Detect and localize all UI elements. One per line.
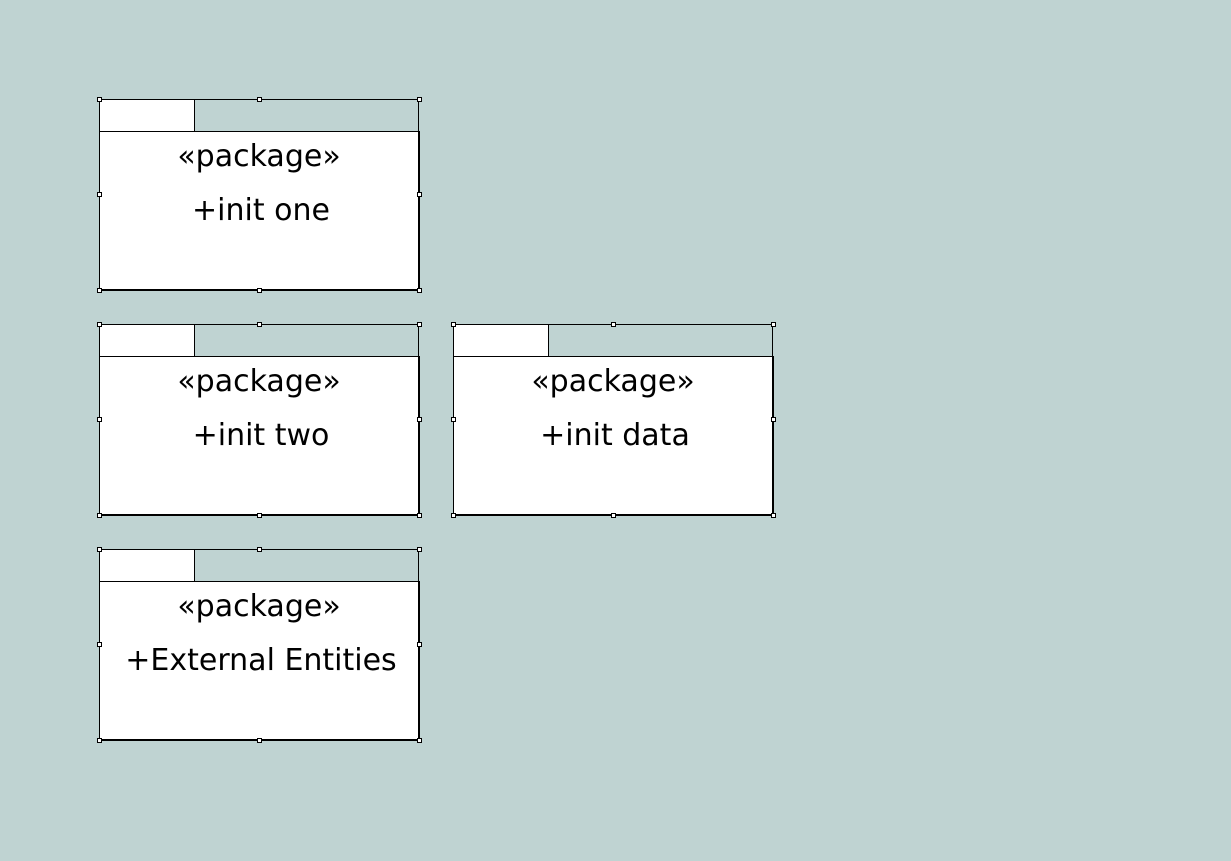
resize-handle-top[interactable]: [257, 547, 262, 552]
package-tab: [99, 99, 195, 132]
resize-handle-top-left[interactable]: [97, 322, 102, 327]
package-init-two[interactable]: «package» +init two: [97, 322, 422, 518]
resize-handle-right[interactable]: [771, 417, 776, 422]
resize-handle-bottom[interactable]: [257, 738, 262, 743]
resize-handle-bottom-left[interactable]: [97, 513, 102, 518]
resize-handle-bottom-left[interactable]: [451, 513, 456, 518]
resize-handle-top[interactable]: [611, 322, 616, 327]
resize-handle-bottom-right[interactable]: [417, 288, 422, 293]
resize-handle-top-left[interactable]: [97, 97, 102, 102]
package-name[interactable]: +init one: [192, 193, 330, 228]
package-name[interactable]: +init data: [540, 418, 690, 453]
package-stereotype: «package»: [177, 139, 341, 174]
package-tab: [453, 324, 549, 357]
resize-handle-left[interactable]: [97, 192, 102, 197]
resize-handle-right[interactable]: [417, 417, 422, 422]
package-init-data[interactable]: «package» +init data: [451, 322, 776, 518]
package-external-entities[interactable]: «package» +External Entities: [97, 547, 422, 743]
package-init-one[interactable]: «package» +init one: [97, 97, 422, 293]
package-body[interactable]: «package» +init two: [99, 356, 420, 516]
resize-handle-left[interactable]: [451, 417, 456, 422]
resize-handle-top-right[interactable]: [417, 322, 422, 327]
resize-handle-bottom[interactable]: [257, 513, 262, 518]
resize-handle-bottom-right[interactable]: [417, 513, 422, 518]
resize-handle-top-right[interactable]: [417, 97, 422, 102]
resize-handle-top[interactable]: [257, 322, 262, 327]
resize-handle-left[interactable]: [97, 417, 102, 422]
package-name[interactable]: +init two: [192, 418, 330, 453]
package-body[interactable]: «package» +init one: [99, 131, 420, 291]
package-tab: [99, 549, 195, 582]
package-stereotype: «package»: [177, 589, 341, 624]
package-body[interactable]: «package» +init data: [453, 356, 774, 516]
package-stereotype: «package»: [531, 364, 695, 399]
package-body[interactable]: «package» +External Entities: [99, 581, 420, 741]
resize-handle-top-left[interactable]: [97, 547, 102, 552]
resize-handle-bottom-right[interactable]: [771, 513, 776, 518]
package-stereotype: «package»: [177, 364, 341, 399]
resize-handle-bottom-right[interactable]: [417, 738, 422, 743]
resize-handle-right[interactable]: [417, 642, 422, 647]
resize-handle-top-left[interactable]: [451, 322, 456, 327]
resize-handle-bottom[interactable]: [257, 288, 262, 293]
resize-handle-bottom[interactable]: [611, 513, 616, 518]
resize-handle-right[interactable]: [417, 192, 422, 197]
package-tab: [99, 324, 195, 357]
resize-handle-top-right[interactable]: [417, 547, 422, 552]
package-name[interactable]: +External Entities: [125, 643, 397, 678]
resize-handle-top[interactable]: [257, 97, 262, 102]
resize-handle-top-right[interactable]: [771, 322, 776, 327]
resize-handle-bottom-left[interactable]: [97, 738, 102, 743]
resize-handle-left[interactable]: [97, 642, 102, 647]
resize-handle-bottom-left[interactable]: [97, 288, 102, 293]
